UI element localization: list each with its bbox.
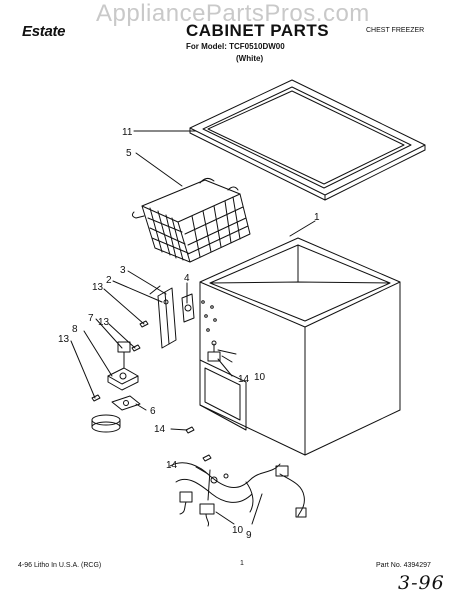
product-category: CHEST FREEZER <box>366 27 425 34</box>
callout-13-b: 13 <box>98 317 110 328</box>
callout-13-c: 13 <box>58 334 70 345</box>
handwritten-note: 3-96 <box>398 572 445 594</box>
screws <box>91 320 212 462</box>
callout-4: 4 <box>184 273 190 284</box>
callout-11: 11 <box>122 127 133 138</box>
footer-edition: 4-96 Litho In U.S.A. (RCG) <box>18 562 102 569</box>
callout-14-a: 14 <box>154 424 166 435</box>
callout-2: 2 <box>106 275 112 286</box>
callout-10-a: 10 <box>254 372 266 383</box>
lid-gasket <box>189 79 426 201</box>
wiring-harness <box>169 462 307 527</box>
callout-10-b: 10 <box>232 525 244 536</box>
callout-1: 1 <box>314 212 320 223</box>
relay-overload <box>207 340 233 363</box>
wire-basket <box>131 177 251 263</box>
page-title: CABINET PARTS <box>186 21 330 40</box>
callout-13-a: 13 <box>92 282 104 293</box>
color-line: (White) <box>236 54 264 63</box>
model-line: For Model: TCF0510DW00 <box>186 42 285 51</box>
part-number: Part No. 4394297 <box>376 562 431 569</box>
callout-7: 7 <box>88 313 94 324</box>
callout-8: 8 <box>72 324 78 335</box>
callouts: 11 5 1 3 2 4 13 13 7 8 13 6 14 14 10 14 … <box>58 127 320 541</box>
callout-14-c: 14 <box>166 460 178 471</box>
watermark: AppliancePartsPros.com <box>96 0 370 27</box>
bracket-clamp <box>91 395 141 433</box>
callout-5: 5 <box>126 148 132 159</box>
callout-9: 9 <box>246 530 252 541</box>
thermostat-bracket <box>107 341 139 391</box>
hinge-assembly <box>149 285 195 349</box>
callout-3: 3 <box>120 265 126 276</box>
brand-logo: Estate <box>22 23 66 40</box>
page-number: 1 <box>240 560 244 567</box>
callout-6: 6 <box>150 406 156 417</box>
leader-lines <box>70 130 316 525</box>
callout-14-b: 14 <box>238 374 250 385</box>
cabinet <box>199 237 401 456</box>
